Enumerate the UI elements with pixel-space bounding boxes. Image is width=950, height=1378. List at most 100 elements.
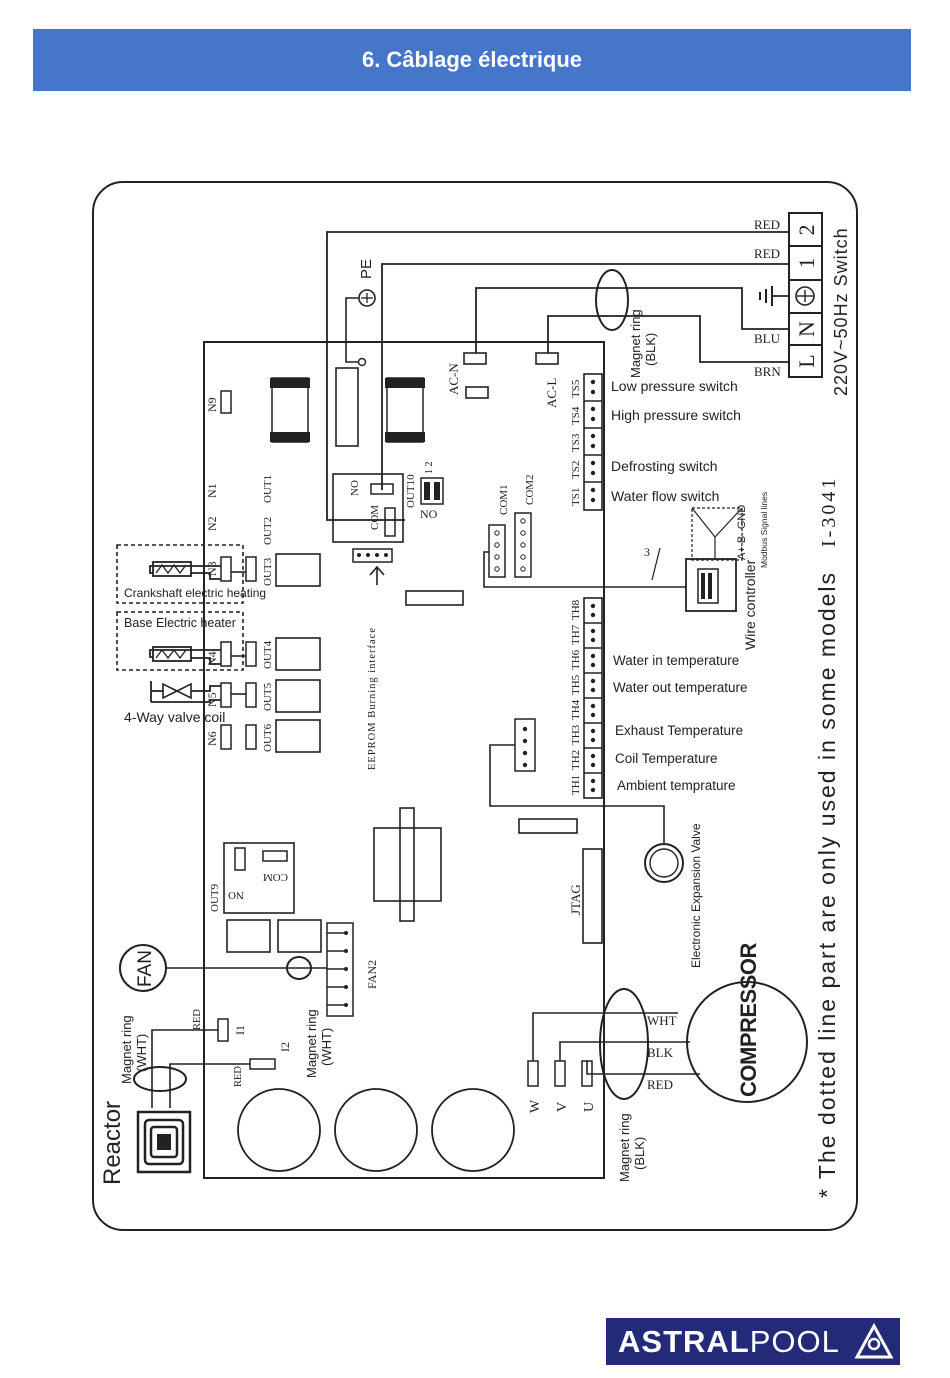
- th-sensor-column: [583, 597, 603, 799]
- com2-connector: [514, 512, 532, 578]
- out6-label: OUT6: [262, 723, 274, 752]
- mr-mid-line1: Magnet ring: [304, 1009, 319, 1078]
- magnet-ring-mid-label: Magnet ring (WHT): [304, 1006, 334, 1078]
- base-heater-icon: [149, 646, 246, 665]
- eeprom-label: EEPROM Burning interface: [367, 627, 378, 770]
- com1-connector: [488, 524, 506, 578]
- ac-n-connector: [463, 352, 487, 365]
- com2-label: COM2: [524, 474, 536, 505]
- wire-controller-label: Wire controller: [742, 559, 758, 650]
- red-i2-label: RED: [233, 1066, 244, 1087]
- th7-pin: TH7: [570, 624, 582, 645]
- i1-connector: [217, 1018, 229, 1042]
- out10-com: COM: [369, 505, 381, 530]
- ground-symbol-icon: [795, 286, 815, 306]
- magnet-ring-left-label: Magnet ring (WHT): [119, 1012, 149, 1084]
- eeprom-connector: [352, 548, 393, 563]
- mr-top-line2: (BLK): [643, 333, 658, 366]
- ts-switch-column: [583, 373, 603, 511]
- section-title: 6. Câblage électrique: [361, 47, 583, 72]
- crankshaft-heater-icon: [149, 561, 246, 580]
- mr-top-line1: Magnet ring: [628, 309, 643, 378]
- ts2-pin: TS2: [570, 461, 582, 479]
- terminal-1: 1: [794, 258, 819, 269]
- out5-label: OUT5: [262, 682, 274, 711]
- ac-n-label: AC-N: [446, 363, 461, 395]
- wire-wht: WHT: [647, 1013, 677, 1028]
- th3-pin: TH3: [570, 724, 582, 745]
- ts4-pin: TS4: [570, 406, 582, 425]
- power-supply-label: 220V~50Hz Switch: [831, 227, 851, 396]
- capacitor-2: [334, 1088, 418, 1172]
- pe-label: PE: [358, 259, 375, 279]
- four-way-valve-label: 4-Way valve coil: [124, 709, 225, 725]
- water-in-temperature: Water in temperature: [613, 653, 739, 668]
- wire-red-c: RED: [647, 1077, 673, 1092]
- com1-label: COM1: [498, 484, 510, 515]
- model-label: I-3041: [818, 476, 840, 547]
- out10-label: OUT10: [405, 474, 417, 508]
- mr-left-line2: (WHT): [134, 1034, 149, 1072]
- th4-pin: TH4: [570, 699, 582, 720]
- w-label: W: [528, 1099, 543, 1113]
- terminal-N: N: [794, 321, 819, 337]
- modbus-label: Modbus Signal lines: [759, 492, 769, 568]
- jtag-connector: [582, 848, 603, 944]
- water-out-temperature: Water out temperature: [613, 680, 748, 695]
- v-connector: [554, 1060, 566, 1087]
- th8-pin: TH8: [570, 599, 582, 620]
- out2-label: OUT2: [262, 517, 274, 545]
- out10-no: NO: [349, 480, 361, 496]
- ambient-temperature: Ambient temprature: [617, 778, 736, 793]
- inductor-left-icon: [270, 377, 310, 443]
- wire-brn: BRN: [754, 364, 781, 379]
- w-connector: [527, 1060, 539, 1087]
- i1-label: I1: [233, 1025, 247, 1035]
- n4-label: N4: [205, 651, 219, 666]
- relay-block-top: [335, 367, 359, 447]
- coil-temperature: Coil Temperature: [615, 751, 718, 766]
- wire-blk: BLK: [647, 1045, 674, 1060]
- base-heater-box: [116, 611, 244, 671]
- th6-pin: TH6: [570, 649, 582, 670]
- power-terminal: 2 1 N L: [788, 212, 823, 378]
- crankshaft-heater-box: [116, 544, 244, 604]
- transformer: [373, 827, 442, 902]
- out9-relay: [223, 842, 295, 914]
- capacitor-3: [431, 1088, 515, 1172]
- eev-label: Electronic Expansion Valve: [689, 823, 703, 968]
- red-i1-label: RED: [192, 1009, 203, 1030]
- th1-pin: TH1: [570, 775, 582, 795]
- v-label: V: [555, 1102, 570, 1112]
- magnet-ring-left-icon: [133, 1066, 187, 1092]
- magnet-ring-bottom-icon: [599, 988, 649, 1100]
- mr-mid-line2: (WHT): [319, 1028, 334, 1066]
- n6-label: N6: [205, 731, 219, 746]
- u-label: U: [582, 1102, 597, 1112]
- logo-bold: ASTRAL: [618, 1323, 750, 1359]
- terminal-2: 2: [794, 225, 819, 236]
- ab-gnd-label: A+ B- GND: [736, 505, 748, 560]
- out9-label: OUT9: [209, 883, 221, 912]
- out3-label: OUT3: [262, 557, 274, 586]
- wire-red-2: RED: [754, 246, 780, 261]
- pcb-board: [203, 341, 605, 1179]
- crankshaft-label: Crankshaft electric heating: [124, 586, 266, 600]
- four-way-valve-icon: [150, 681, 246, 703]
- magnet-ring-top-label: Magnet ring (BLK): [628, 306, 658, 378]
- ts5-pin: TS5: [570, 379, 582, 398]
- th5-pin: TH5: [570, 674, 582, 695]
- ts3-pin: TS3: [570, 433, 582, 452]
- reactor-icon: [136, 1110, 192, 1174]
- magnet-ring-bottom-label: Magnet ring (BLK): [617, 1110, 647, 1182]
- dip-labels: 1 2: [424, 462, 435, 475]
- diagram-frame: [92, 181, 858, 1231]
- eev-coil-icon: [644, 843, 684, 883]
- wire-red-1: RED: [754, 217, 780, 232]
- mr-bottom-line2: (BLK): [632, 1137, 647, 1170]
- reactor-label: Reactor: [99, 1101, 126, 1185]
- logo-regular: POOL: [749, 1323, 840, 1359]
- wire-blu: BLU: [754, 331, 781, 346]
- compressor-label: COMPRESSOR: [736, 942, 761, 1097]
